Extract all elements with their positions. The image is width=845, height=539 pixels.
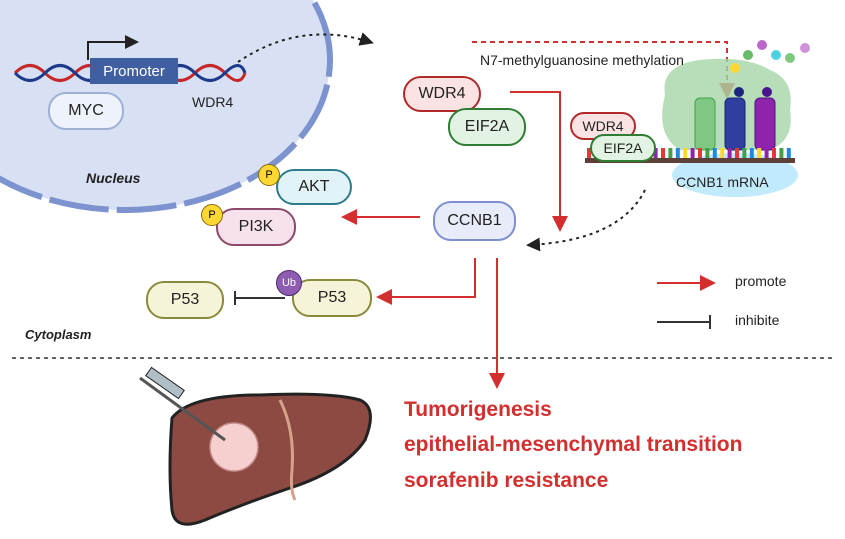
eif2a-node: EIF2A [448,108,526,146]
promoter-box: Promoter [90,58,178,84]
export-arrow [237,32,374,63]
mrna-codon [683,148,688,158]
mrna-codon [786,148,791,158]
mrna-codon [772,148,776,158]
mrna-codon [735,148,739,158]
legend-inhibit-symbol [657,315,711,329]
outcome-emt: epithelial-mesenchymal transition [404,433,743,456]
ribosome-eif2a-node: EIF2A [590,134,656,162]
methylation-label: N7-methylguanosine methylation [480,52,684,68]
translation-arrow [526,189,646,252]
mrna-codon [705,148,710,158]
akt-phospho-badge: P [258,164,280,186]
legend-inhibit-label: inhibite [735,312,780,328]
mrna-codon [698,148,702,158]
mrna-codon [757,148,762,158]
akt-node: AKT [276,169,352,205]
mrna-codon [712,148,717,158]
mrna-codon [587,148,591,158]
ribosome [662,40,810,197]
transcription-start-arrow [87,35,139,60]
pi3k-node: PI3K [216,208,296,246]
mrna-codon [764,148,769,158]
myc-node: MYC [48,92,124,130]
nucleus [0,0,333,213]
mrna-codon [690,148,695,158]
ccnb1-node: CCNB1 [433,201,516,241]
mrna-codon [661,148,665,158]
nucleus-label: Nucleus [86,170,141,186]
complex-to-ccnb1-arrow [510,91,568,232]
pi3k-phospho-badge: P [201,204,223,226]
wdr4-node: WDR4 [403,76,481,112]
legend-promote-label: promote [735,273,787,289]
mrna-codon [749,148,754,158]
ccnb1-mrna-label: CCNB1 mRNA [676,174,769,190]
mrna-codon [668,148,673,158]
outcome-sorafenib: sorafenib resistance [404,469,609,492]
mrna-codon [653,148,658,158]
wdr4-gene-label: WDR4 [192,94,234,110]
mrna-codon [675,148,680,158]
liver-illustration [139,366,372,526]
cytoplasm-label: Cytoplasm [25,327,92,342]
mrna-codon [779,148,784,158]
p53-inhibit-line [234,291,285,305]
mrna-codon [720,148,725,158]
outcome-tumorigenesis: Tumorigenesis [404,398,552,421]
p53-node: P53 [146,281,224,319]
p53-ub-node: P53 [292,279,372,317]
ccnb1-to-p53-arrow [376,258,476,305]
mrna-codon [742,148,747,158]
ubiquitin-badge: Ub [276,270,302,296]
mrna-codon [727,148,732,158]
